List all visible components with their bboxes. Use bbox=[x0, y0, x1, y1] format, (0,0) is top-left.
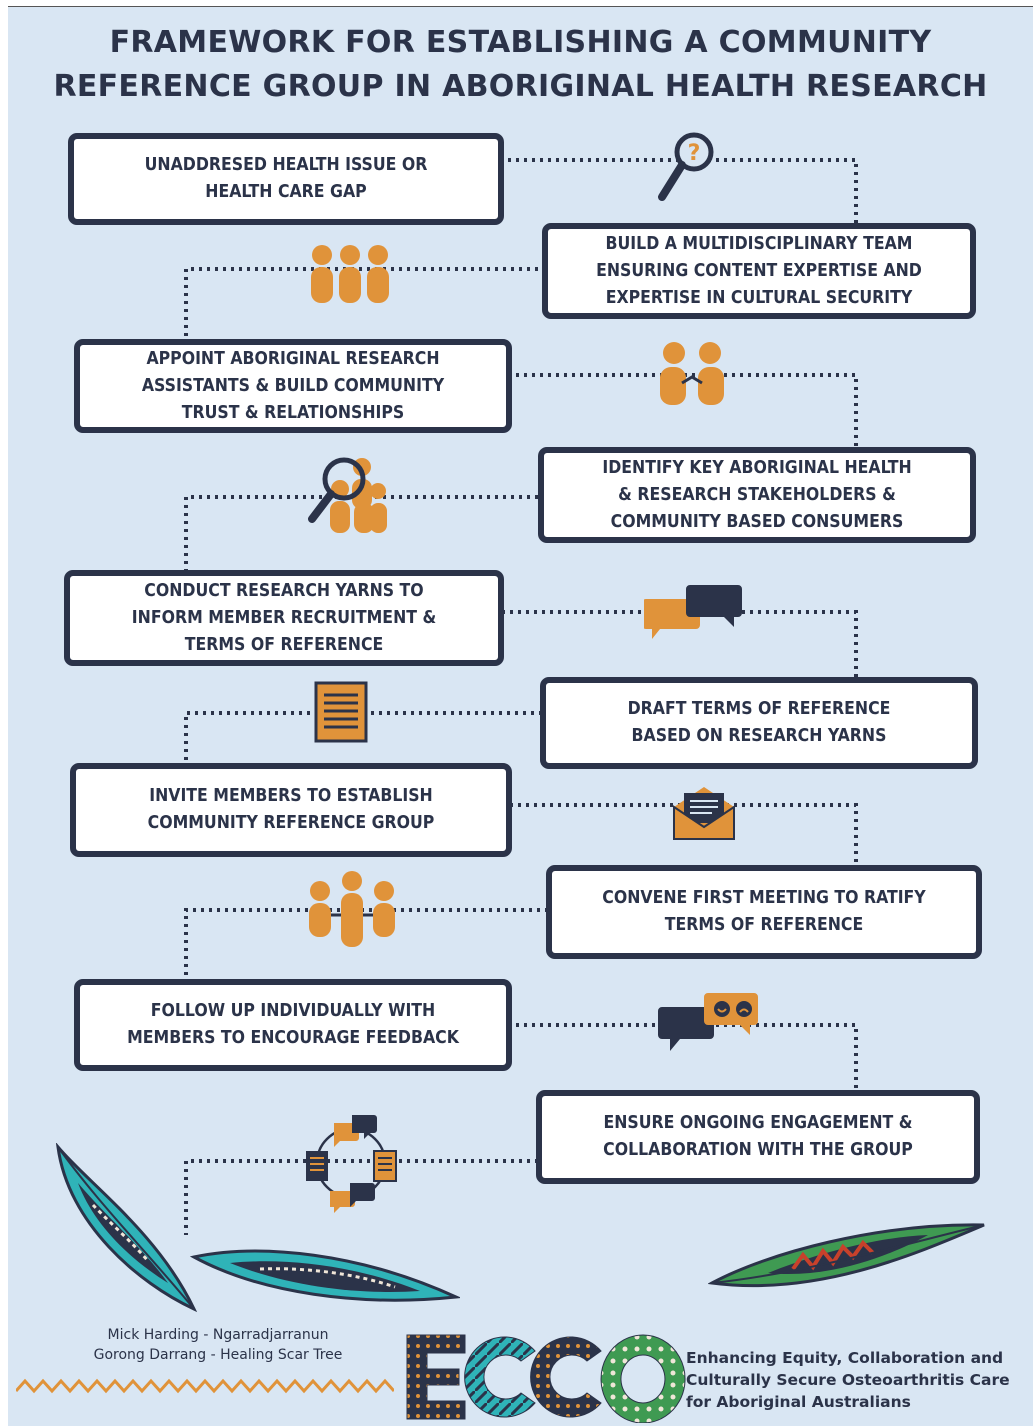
ecco-tagline: Enhancing Equity, Collaboration and Cult… bbox=[686, 1347, 1031, 1413]
connector-10-end bbox=[184, 1159, 538, 1235]
step-3-box: APPOINT ABORIGINAL RESEARCH ASSISTANTS &… bbox=[74, 339, 512, 433]
step-3-text: APPOINT ABORIGINAL RESEARCH ASSISTANTS &… bbox=[141, 348, 445, 423]
tagline-line-3: for Aboriginal Australians bbox=[686, 1393, 911, 1411]
step-10-box: ENSURE ONGOING ENGAGEMENT & COLLABORATIO… bbox=[536, 1090, 980, 1184]
connector-5-6 bbox=[502, 610, 858, 679]
flow-connectors bbox=[184, 158, 858, 1235]
connector-8-9 bbox=[184, 908, 548, 981]
connector-7-8 bbox=[510, 803, 858, 867]
teal-leaf-lying-illustration bbox=[190, 1249, 460, 1302]
connector-2-3 bbox=[184, 267, 538, 341]
step-2-text: BUILD A MULTIDISCIPLINARY TEAM ENSURING … bbox=[596, 233, 922, 308]
step-7-box: INVITE MEMBERS TO ESTABLISH COMMUNITY RE… bbox=[70, 763, 512, 857]
search-people-icon bbox=[308, 457, 387, 533]
credit-line-2: Gorong Darrang - Healing Scar Tree bbox=[93, 1347, 343, 1363]
step-10-text: ENSURE ONGOING ENGAGEMENT & COLLABORATIO… bbox=[603, 1113, 913, 1160]
orange-zigzag-ornament bbox=[16, 1378, 394, 1394]
step-4-box: IDENTIFY KEY ABORIGINAL HEALTH & RESEARC… bbox=[538, 447, 976, 543]
step-6-box: DRAFT TERMS OF REFERENCE BASED ON RESEAR… bbox=[540, 677, 978, 769]
step-7-text: INVITE MEMBERS TO ESTABLISH COMMUNITY RE… bbox=[147, 786, 435, 833]
ecco-logo bbox=[406, 1334, 686, 1423]
document-icon bbox=[314, 681, 368, 743]
collaboration-cycle-icon bbox=[306, 1115, 397, 1213]
team-people-icon bbox=[311, 245, 389, 303]
step-5-text: CONDUCT RESEARCH YARNS TO INFORM MEMBER … bbox=[131, 580, 437, 655]
step-8-box: CONVENE FIRST MEETING TO RATIFY TERMS OF… bbox=[546, 865, 982, 959]
svg-text:?: ? bbox=[688, 141, 701, 166]
step-6-text: DRAFT TERMS OF REFERENCE BASED ON RESEAR… bbox=[627, 699, 891, 746]
step-1-text: UNADDRESED HEALTH ISSUE OR HEALTH CARE G… bbox=[144, 155, 428, 202]
connected-people-icon bbox=[309, 871, 395, 947]
connector-4-5 bbox=[184, 495, 538, 572]
credit-line-1: Mick Harding - Ngarradjarranun bbox=[107, 1327, 329, 1343]
chat-bubbles-icon bbox=[644, 585, 742, 639]
step-9-text: FOLLOW UP INDIVIDUALLY WITH MEMBERS TO E… bbox=[127, 1001, 459, 1048]
tagline-line-1: Enhancing Equity, Collaboration and bbox=[686, 1349, 1004, 1367]
step-1-box: UNADDRESED HEALTH ISSUE OR HEALTH CARE G… bbox=[68, 133, 504, 225]
step-4-text: IDENTIFY KEY ABORIGINAL HEALTH & RESEARC… bbox=[602, 457, 912, 532]
teal-leaf-upright-illustration bbox=[55, 1143, 198, 1313]
step-9-box: FOLLOW UP INDIVIDUALLY WITH MEMBERS TO E… bbox=[74, 979, 512, 1071]
tagline-line-2: Culturally Secure Osteoarthritis Care bbox=[686, 1371, 1010, 1389]
title-line-1: FRAMEWORK FOR ESTABLISHING A COMMUNITY bbox=[109, 25, 932, 60]
green-red-leaf-illustration bbox=[708, 1223, 985, 1288]
magnifier-question-icon: ? bbox=[658, 132, 714, 201]
step-2-box: BUILD A MULTIDISCIPLINARY TEAM ENSURING … bbox=[542, 223, 976, 319]
connector-9-10 bbox=[508, 1023, 858, 1092]
title-line-2: REFERENCE GROUP IN ABORIGINAL HEALTH RES… bbox=[53, 69, 988, 104]
step-8-text: CONVENE FIRST MEETING TO RATIFY TERMS OF… bbox=[602, 888, 926, 935]
envelope-icon bbox=[673, 787, 735, 840]
feedback-bubbles-icon bbox=[658, 993, 758, 1051]
step-5-box: CONDUCT RESEARCH YARNS TO INFORM MEMBER … bbox=[64, 570, 504, 666]
artwork-credits: Mick Harding - Ngarradjarranun Gorong Da… bbox=[38, 1325, 398, 1365]
poster: FRAMEWORK FOR ESTABLISHING A COMMUNITY R… bbox=[8, 6, 1033, 1426]
poster-title: FRAMEWORK FOR ESTABLISHING A COMMUNITY R… bbox=[8, 21, 1033, 109]
handshake-icon bbox=[660, 342, 724, 405]
